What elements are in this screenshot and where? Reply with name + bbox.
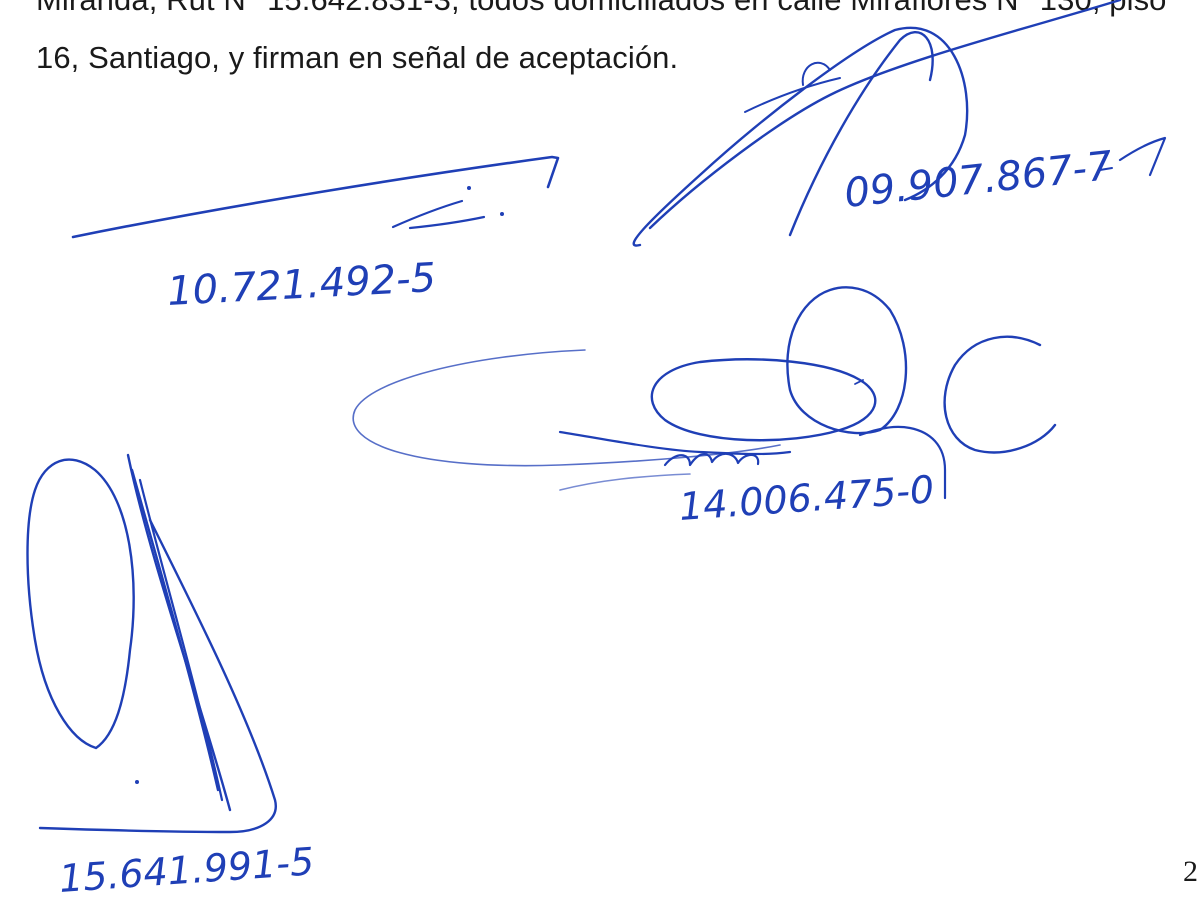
body-text-line-2: 16, Santiago, y firman en señal de acept…: [36, 40, 679, 75]
body-text-line-1: Miranda, Rut N° 15.642.831-3, todos domi…: [36, 0, 1167, 18]
signature-1: [71, 155, 560, 239]
signature-3-rut: 14.006.475-0: [678, 467, 936, 529]
signature-3: [352, 286, 1057, 500]
signature-2-rut: 09.907.867-7: [842, 143, 1115, 217]
signature-4-rut: 15.641.991-5: [58, 839, 316, 901]
signature-1-rut: 10.721.492-5: [166, 255, 437, 315]
signature-4: [26, 453, 277, 834]
signature-2: [632, 0, 1167, 247]
page-number: 2: [1183, 855, 1198, 888]
